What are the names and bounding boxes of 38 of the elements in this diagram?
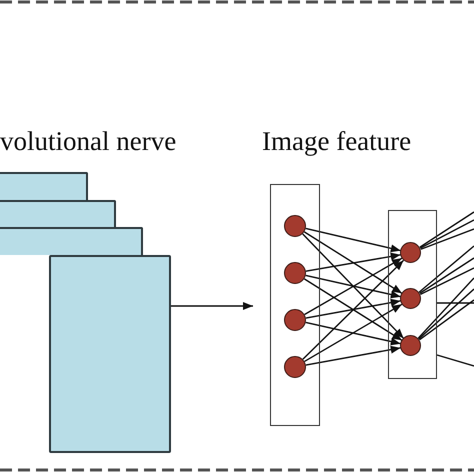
arrow	[302, 233, 404, 339]
connection-line	[419, 299, 474, 340]
heading-label: Image feature	[262, 128, 412, 155]
arrow	[304, 304, 402, 362]
feature-map	[0, 200, 116, 227]
layer-box	[270, 184, 320, 426]
connection-line	[437, 302, 474, 304]
arrow	[302, 260, 404, 360]
connection-line	[418, 288, 474, 340]
connection-line	[420, 219, 474, 249]
arrow	[306, 346, 401, 366]
arrow	[306, 322, 401, 346]
layer-box	[388, 210, 437, 379]
arrow	[306, 252, 401, 272]
heading-label: volutional nerve	[0, 128, 176, 155]
arrow	[304, 258, 402, 316]
neuron-circle	[284, 262, 306, 284]
arrow	[306, 298, 401, 319]
arrow	[304, 231, 402, 294]
neuron-circle	[400, 288, 421, 309]
arrow	[306, 228, 401, 252]
neuron-circle	[400, 335, 421, 356]
feature-map	[49, 255, 171, 453]
arrow	[304, 278, 402, 341]
connection-line	[436, 354, 474, 367]
arrow	[306, 274, 401, 298]
connection-line	[420, 228, 474, 250]
connection-line	[419, 257, 474, 294]
neuron-circle	[284, 214, 306, 236]
feature-map	[0, 227, 143, 255]
connection-line	[418, 245, 474, 293]
neuron-circle	[284, 308, 306, 330]
arrow	[171, 302, 253, 310]
neuron-circle	[400, 242, 421, 263]
connection-line	[420, 267, 474, 295]
connection-line	[418, 278, 474, 339]
connection-line	[419, 211, 474, 248]
neuron-circle	[284, 356, 306, 378]
